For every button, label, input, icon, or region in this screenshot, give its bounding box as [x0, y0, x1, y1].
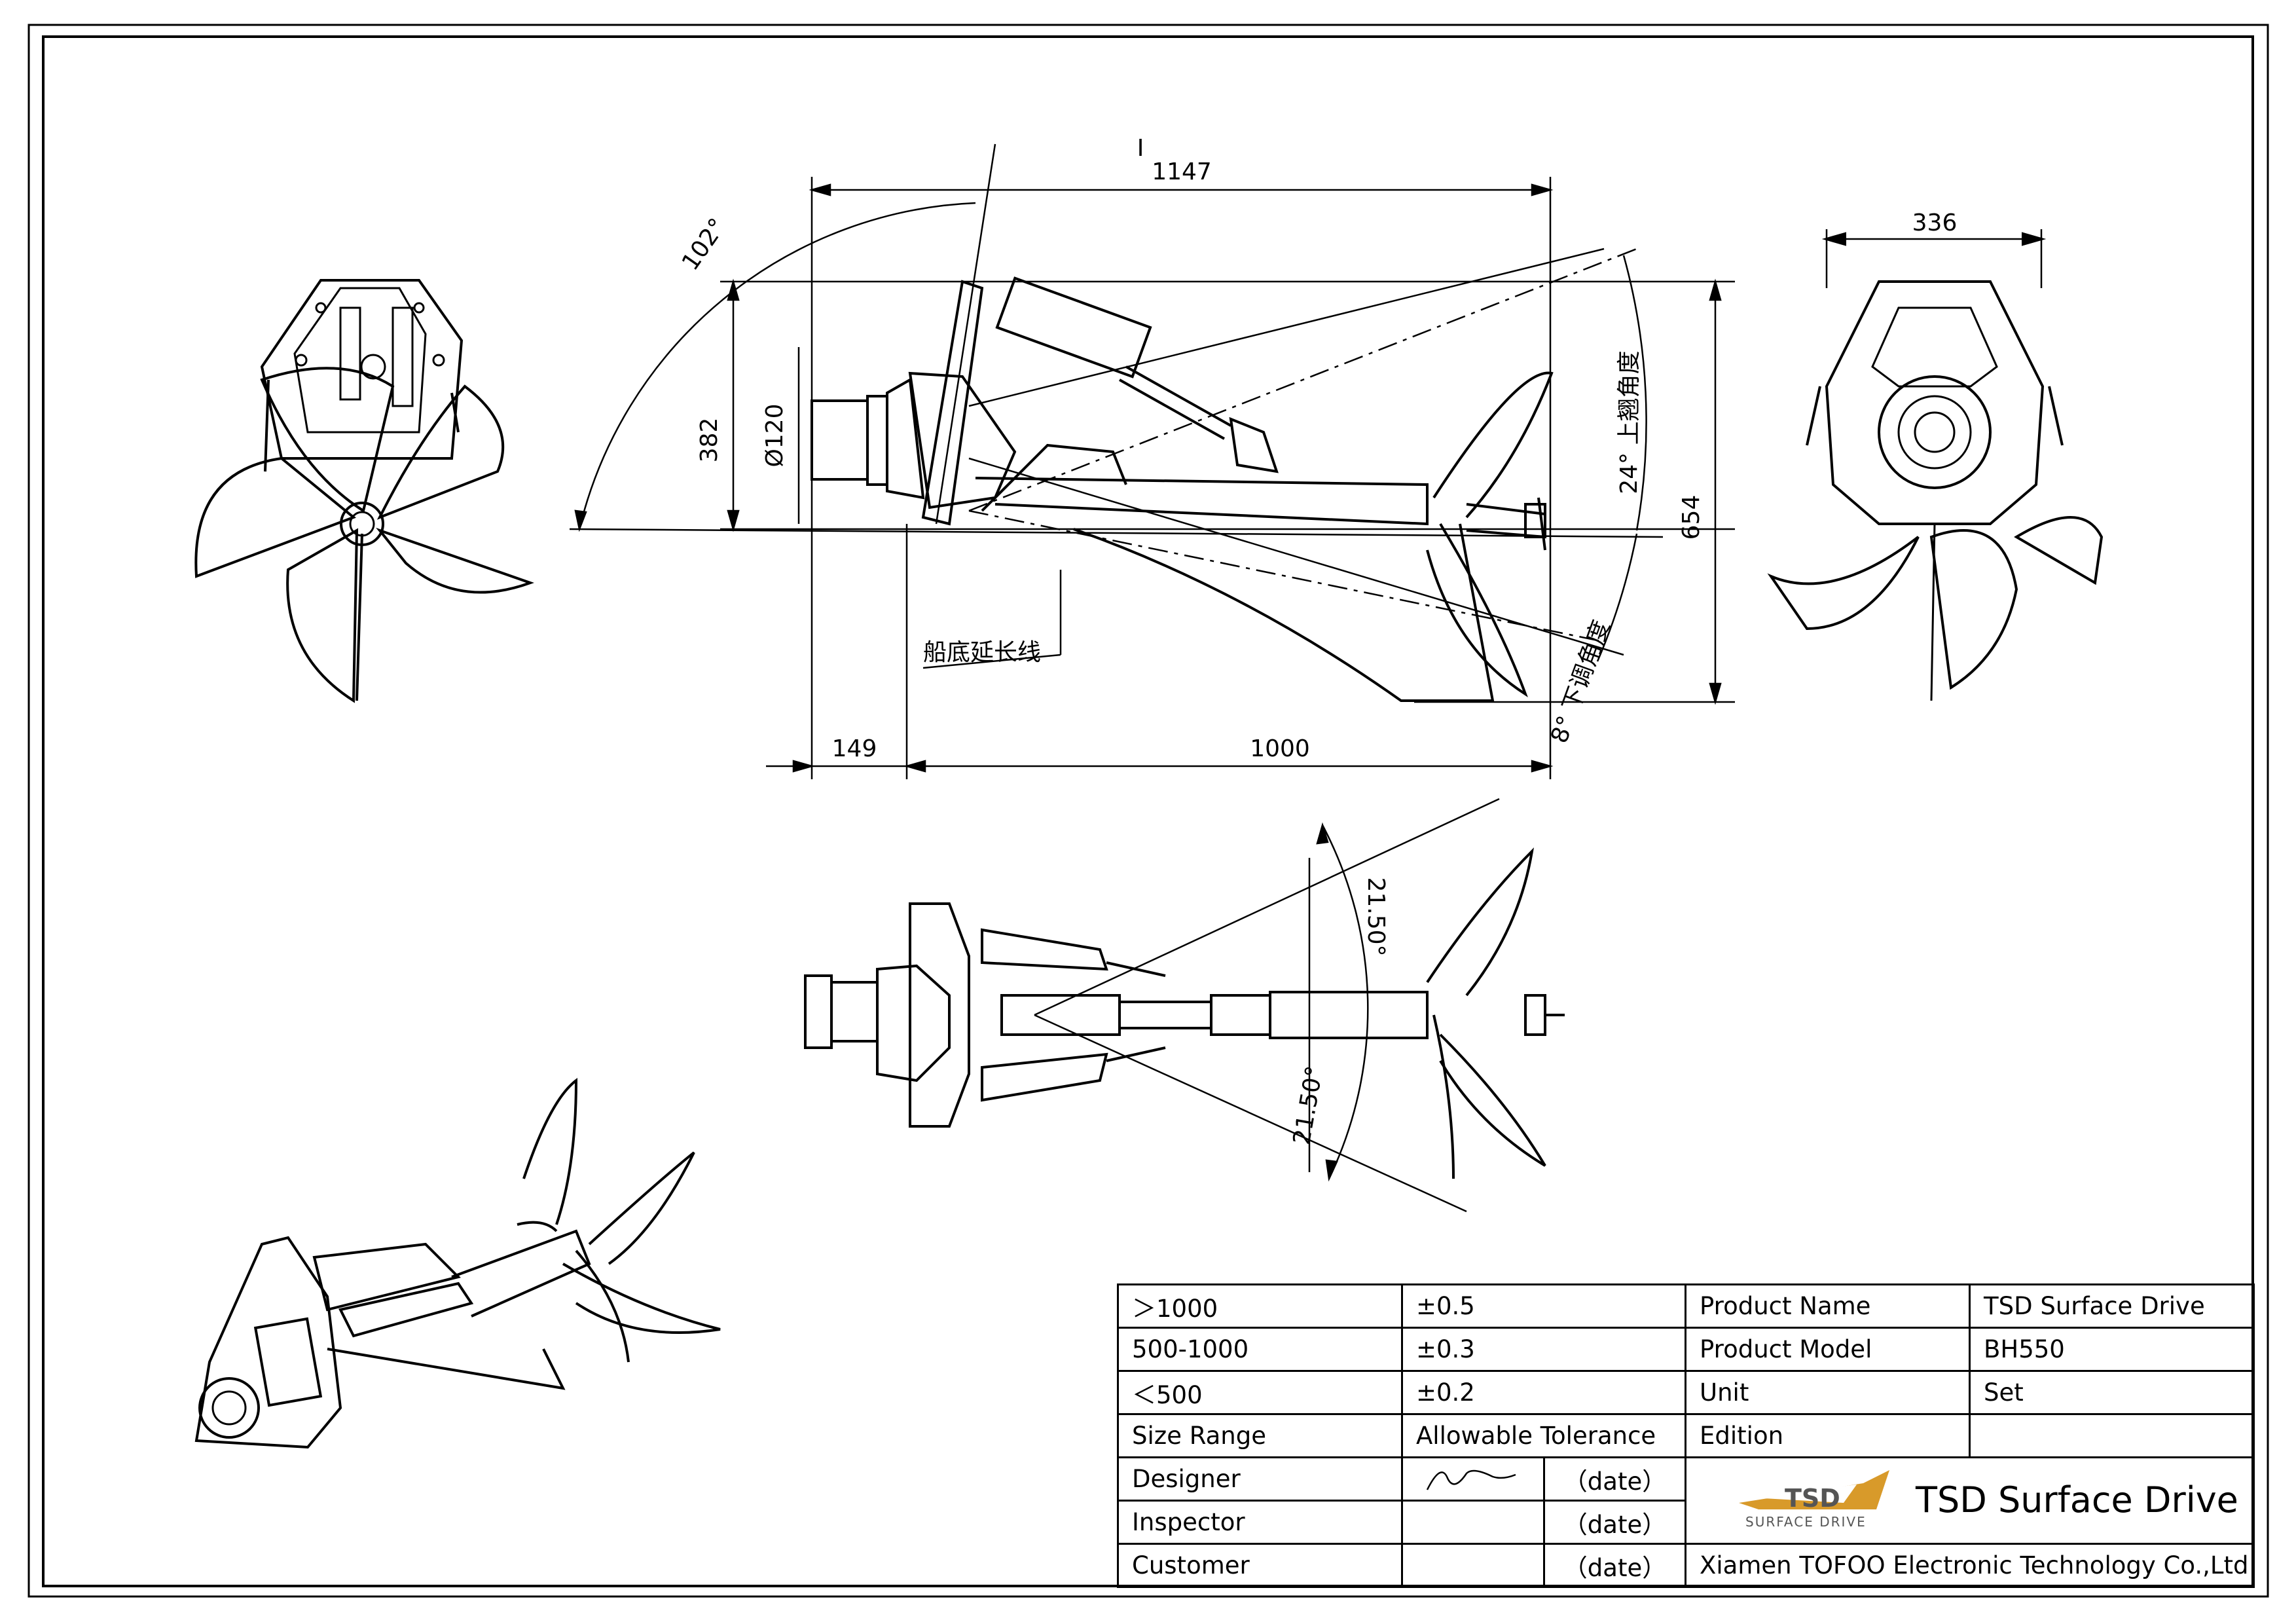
tb-row: Customer （date） Xiamen TOFOO Electronic … — [1117, 1543, 2255, 1588]
dim-1000: 1000 — [1250, 735, 1310, 762]
rear-view — [1767, 229, 2104, 701]
designer-signature-cell — [1401, 1456, 1545, 1502]
dim-1147: 1147 — [1152, 158, 1212, 185]
tb-row: 500-1000 ±0.3 Product Model BH550 — [1117, 1327, 2255, 1372]
top-view — [804, 847, 1565, 1179]
side-dimensions — [569, 143, 1735, 779]
customer-signature-cell — [1401, 1543, 1545, 1588]
tolerance-cell: ±0.2 — [1400, 1370, 1687, 1415]
dim-382: 382 — [696, 418, 723, 463]
dim-trim-up: 24° 上翘角度 — [1616, 350, 1643, 494]
isometric-view — [194, 1077, 721, 1449]
product-model-label: Product Model — [1685, 1327, 1971, 1372]
size-range-cell: 500-1000 — [1117, 1327, 1403, 1372]
edition-value — [1969, 1413, 2255, 1458]
dim-steer-up: 21.50° — [1362, 877, 1389, 956]
tb-row: ＜500 ±0.2 Unit Set — [1117, 1370, 2255, 1415]
inspector-signature-cell — [1401, 1500, 1545, 1545]
tsd-logo-icon: TSD SURFACE DRIVE — [1739, 1470, 1890, 1530]
hull-line-label: 船底延长线 — [923, 639, 1041, 666]
designer-label: Designer — [1117, 1456, 1403, 1502]
product-name-value: TSD Surface Drive — [1969, 1283, 2255, 1329]
customer-label: Customer — [1117, 1543, 1403, 1588]
size-range-cell: ＞1000 — [1117, 1283, 1403, 1329]
logo-cell: TSD SURFACE DRIVE TSD Surface Drive — [1685, 1456, 2255, 1545]
edition-label: Edition — [1685, 1413, 1971, 1458]
dim-102: 102° — [677, 213, 731, 276]
dim-654: 654 — [1678, 495, 1705, 540]
dim-336: 336 — [1912, 210, 1958, 236]
brand-name: TSD Surface Drive — [1916, 1479, 2238, 1521]
inspector-label: Inspector — [1117, 1500, 1403, 1545]
dim-steer-down: 21.50° — [1288, 1064, 1328, 1147]
logo-subtext: SURFACE DRIVE — [1745, 1514, 1867, 1530]
tb-row: ＞1000 ±0.5 Product Name TSD Surface Driv… — [1117, 1283, 2255, 1329]
tb-row: Inspector （date） — [1117, 1500, 2254, 1545]
designer-date: （date） — [1542, 1456, 1687, 1502]
size-range-cell: ＜500 — [1117, 1370, 1403, 1415]
unit-label: Unit — [1685, 1370, 1971, 1415]
dim-149: 149 — [832, 735, 877, 762]
tolerance-cell: ±0.5 — [1400, 1283, 1687, 1329]
tolerance-cell: ±0.3 — [1400, 1327, 1687, 1372]
company-name: Xiamen TOFOO Electronic Technology Co.,L… — [1685, 1543, 2255, 1588]
side-view — [811, 276, 1554, 702]
outer-border — [27, 24, 2269, 1598]
product-name-label: Product Name — [1685, 1283, 1971, 1329]
tolerance-header: Allowable Tolerance — [1400, 1413, 1687, 1458]
inspector-date: （date） — [1542, 1500, 1687, 1545]
product-model-value: BH550 — [1969, 1327, 2255, 1372]
tb-row: Size Range Allowable Tolerance Edition — [1117, 1413, 2255, 1458]
title-block: ＞1000 ±0.5 Product Name TSD Surface Driv… — [1117, 1283, 2255, 1588]
top-dimensions — [1034, 798, 1500, 1213]
front-view — [194, 279, 534, 703]
tb-row: Designer （date） TSD SURFACE DRIVE TSD Su… — [1117, 1456, 2255, 1545]
datum-mark: I — [1137, 135, 1144, 162]
logo-text: TSD — [1785, 1484, 1840, 1513]
dim-diameter: Ø120 — [761, 403, 788, 467]
size-range-header: Size Range — [1117, 1413, 1403, 1458]
unit-value: Set — [1969, 1370, 2255, 1415]
customer-date: （date） — [1542, 1543, 1687, 1588]
